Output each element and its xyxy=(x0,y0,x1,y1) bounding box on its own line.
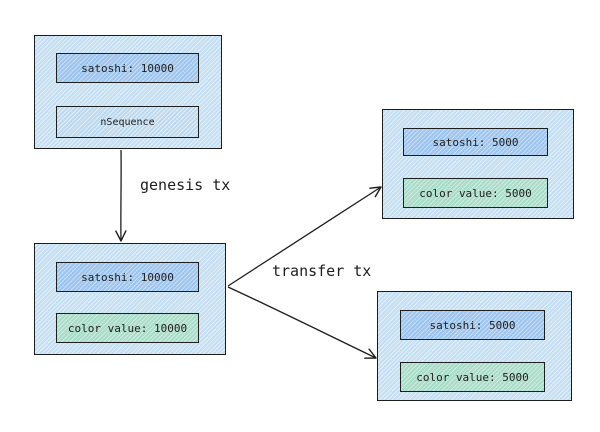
satoshi-field: satoshi: 10000 xyxy=(56,262,199,292)
satoshi-field: satoshi: 5000 xyxy=(400,310,545,340)
genesis-tx-label: genesis tx xyxy=(140,176,231,194)
transfer-output-box-2: satoshi: 5000 color value: 5000 xyxy=(377,291,572,401)
satoshi-field: satoshi: 10000 xyxy=(56,53,199,83)
transfer-arrow-down xyxy=(227,286,377,359)
genesis-output-box: satoshi: 10000 color value: 10000 xyxy=(34,243,226,355)
transfer-arrow-up xyxy=(227,186,382,287)
color-value-field: color value: 5000 xyxy=(400,362,545,392)
transfer-output-box-1: satoshi: 5000 color value: 5000 xyxy=(382,109,574,219)
color-value-field: color value: 5000 xyxy=(403,178,548,208)
satoshi-field: satoshi: 5000 xyxy=(403,128,548,156)
color-value-field: color value: 10000 xyxy=(56,313,199,343)
genesis-input-box: satoshi: 10000 nSequence xyxy=(34,35,222,149)
nsequence-field: nSequence xyxy=(56,106,199,138)
transfer-tx-label: transfer tx xyxy=(272,262,372,280)
